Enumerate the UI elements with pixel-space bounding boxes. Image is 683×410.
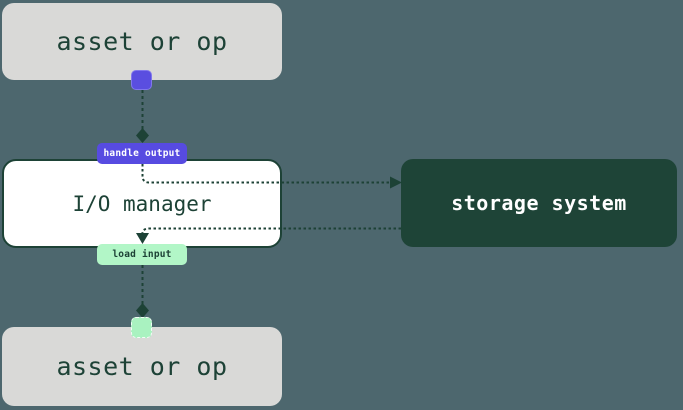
handle-output-badge-label: handle output: [103, 148, 181, 159]
io-manager-node-label: I/O manager: [72, 191, 212, 216]
storage-system-node: storage system: [401, 159, 677, 247]
output-handle-square: [131, 70, 152, 90]
asset-or-op-node-bottom: asset or op: [2, 327, 282, 406]
diamond-arrowhead-output: [136, 128, 149, 143]
input-handle-square: [131, 317, 152, 338]
asset-or-op-node-bottom-label: asset or op: [56, 352, 228, 381]
load-input-badge-label: load input: [112, 249, 172, 260]
storage-system-node-label: storage system: [451, 191, 627, 215]
asset-or-op-node-top: asset or op: [2, 3, 282, 80]
load-input-badge: load input: [97, 244, 187, 265]
diamond-arrowhead-input: [136, 303, 149, 318]
handle-output-badge: handle output: [97, 143, 187, 164]
asset-or-op-node-top-label: asset or op: [56, 27, 228, 56]
io-manager-node: I/O manager: [2, 159, 282, 248]
